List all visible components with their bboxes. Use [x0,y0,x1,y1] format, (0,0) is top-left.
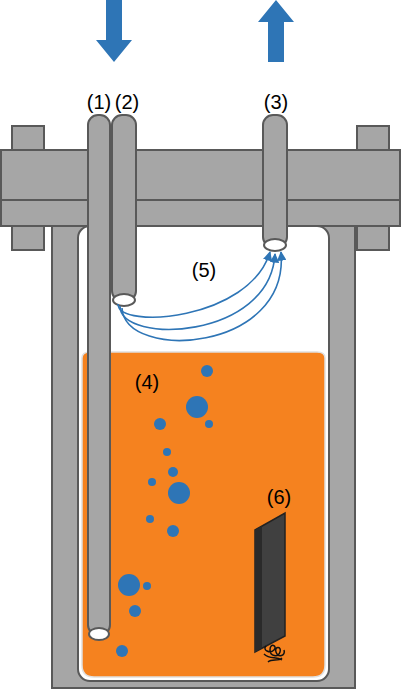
lid-flange [1,150,400,200]
callout-number: (2) [115,92,139,112]
inlet-tube [88,115,110,635]
outflow-arrow [258,0,294,62]
callout-number: (5) [192,260,216,280]
vessel-flange [1,200,400,226]
callout-number: (1) [87,92,111,112]
bubbles [116,365,213,657]
callout-number: (6) [267,487,291,507]
tube-opening [89,628,109,640]
bolt [12,226,44,250]
inflow-arrow [96,0,132,62]
callout-number: (4) [135,372,159,392]
wire-coil [264,645,284,662]
tube-opening [113,294,135,306]
gas-flow-lines [118,252,281,340]
bolt [357,226,389,250]
bolt [357,126,389,150]
callout-number: (3) [264,92,288,112]
electrode-plate [255,513,285,652]
inlet-tube [112,115,136,301]
tube-opening [264,239,286,251]
outlet-tube [263,115,287,247]
electrode-edge [255,526,262,652]
liquid [82,352,325,677]
bolt [12,126,44,150]
